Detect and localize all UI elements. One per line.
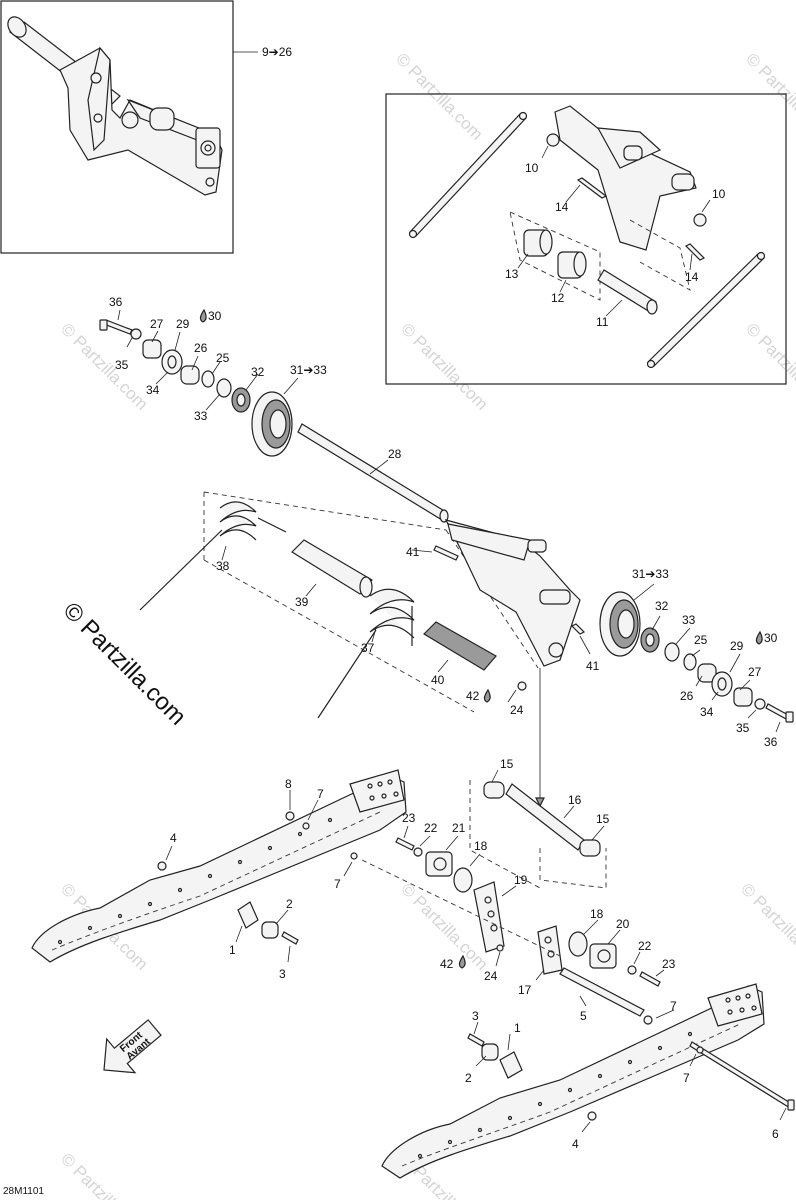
right-wheel-stack: 31➔33 32 33 25 29 30 27 26 34 35 36 xyxy=(599,567,794,749)
rear-arm-springs: 41 41 38 39 37 40 42 24 xyxy=(139,491,600,808)
callout-15: 15 xyxy=(500,757,514,771)
callout-5: 5 xyxy=(580,1009,587,1023)
callout-11: 11 xyxy=(596,315,609,329)
callout-28: 28 xyxy=(388,447,402,461)
callout-17: 17 xyxy=(518,983,532,997)
callout-15: 15 xyxy=(596,812,610,826)
callout-27: 27 xyxy=(150,317,164,331)
watermark: © Partzilla.com xyxy=(397,319,491,413)
rail-left-holes xyxy=(57,779,399,945)
callout-2: 2 xyxy=(465,1071,472,1085)
callout-26: 26 xyxy=(680,689,694,703)
inset-cross-shaft: 9➔26 xyxy=(0,0,292,254)
callout-7: 7 xyxy=(317,787,324,801)
callout-16: 16 xyxy=(568,793,582,807)
front-arrow: Front Avant xyxy=(103,1019,162,1074)
callout-18: 18 xyxy=(590,907,604,921)
callout-10: 10 xyxy=(525,161,539,175)
callout-7: 7 xyxy=(334,877,341,891)
callout-10: 10 xyxy=(712,187,726,201)
callout-24: 24 xyxy=(484,969,498,983)
callout-7: 7 xyxy=(683,1071,690,1085)
callout-31-right: 31➔33 xyxy=(632,567,669,581)
callout-19: 19 xyxy=(514,873,528,887)
callout-25: 25 xyxy=(694,633,708,647)
callout-36: 36 xyxy=(764,735,778,749)
callout-34: 34 xyxy=(700,705,714,719)
lower-linkage: 15 16 15 23 22 21 18 19 18 20 22 23 17 4… xyxy=(395,757,677,1025)
callout-1: 1 xyxy=(229,943,236,957)
callout-25: 25 xyxy=(216,351,230,365)
watermark-main: © Partzilla.com xyxy=(58,597,191,730)
callout-39: 39 xyxy=(295,595,309,609)
rail-right: 3 1 2 7 6 4 xyxy=(381,983,795,1179)
callout-12: 12 xyxy=(551,291,565,305)
rail-left: 4 8 7 7 1 2 3 xyxy=(31,769,561,981)
watermark: © Partzilla.com xyxy=(57,1149,151,1200)
callout-30: 30 xyxy=(208,309,222,323)
callout-36: 36 xyxy=(109,295,123,309)
drawing-code: 28M1101 xyxy=(3,1186,44,1197)
callout-31: 31➔33 xyxy=(290,363,327,377)
callout-24: 24 xyxy=(510,703,524,717)
left-wheel-stack: 36 35 27 29 30 34 26 25 33 32 31➔33 28 xyxy=(99,295,449,523)
callout-21: 21 xyxy=(452,821,466,835)
callout-42: 42 xyxy=(466,689,480,703)
callout-20: 20 xyxy=(616,917,630,931)
callout-1: 1 xyxy=(514,1021,521,1035)
callout-41: 41 xyxy=(586,659,600,673)
rail-right-holes xyxy=(417,993,757,1159)
callout-41: 41 xyxy=(406,545,420,559)
callout-29: 29 xyxy=(730,639,744,653)
callout-22: 22 xyxy=(638,939,652,953)
callout-2: 2 xyxy=(286,897,293,911)
callout-23: 23 xyxy=(402,811,416,825)
callout-8: 8 xyxy=(285,777,292,791)
callout-14: 14 xyxy=(685,270,699,284)
callout-23: 23 xyxy=(662,957,676,971)
callout-29: 29 xyxy=(176,317,190,331)
callout-32: 32 xyxy=(251,365,265,379)
callout-14: 14 xyxy=(555,200,569,214)
callout-32: 32 xyxy=(655,599,669,613)
callout-3: 3 xyxy=(279,967,286,981)
callout-40: 40 xyxy=(431,673,445,687)
callout-35: 35 xyxy=(115,358,129,372)
callout-22: 22 xyxy=(424,821,438,835)
inset-front-arm: 10 10 14 14 13 12 11 xyxy=(385,93,787,385)
callout-30: 30 xyxy=(764,631,778,645)
callout-26: 26 xyxy=(194,341,208,355)
callout-6: 6 xyxy=(772,1127,779,1141)
callout-inset-ref: 9➔26 xyxy=(262,45,292,59)
callout-37: 37 xyxy=(361,641,375,655)
watermark: © Partzilla.com xyxy=(737,879,796,973)
callout-4: 4 xyxy=(170,831,177,845)
watermark: © Partzilla.com xyxy=(742,49,796,143)
watermark: © Partzilla.com xyxy=(742,319,796,413)
callout-27: 27 xyxy=(748,665,762,679)
watermark: © Partzilla.com xyxy=(392,49,486,143)
callout-34: 34 xyxy=(146,383,160,397)
callout-35: 35 xyxy=(736,721,750,735)
callout-13: 13 xyxy=(505,267,519,281)
callout-33: 33 xyxy=(682,613,696,627)
callout-3: 3 xyxy=(472,1009,479,1023)
callout-38: 38 xyxy=(216,559,230,573)
callout-4: 4 xyxy=(572,1137,579,1151)
callout-42: 42 xyxy=(440,957,454,971)
callout-7: 7 xyxy=(670,999,677,1013)
callout-33: 33 xyxy=(194,409,208,423)
callout-18: 18 xyxy=(474,839,488,853)
